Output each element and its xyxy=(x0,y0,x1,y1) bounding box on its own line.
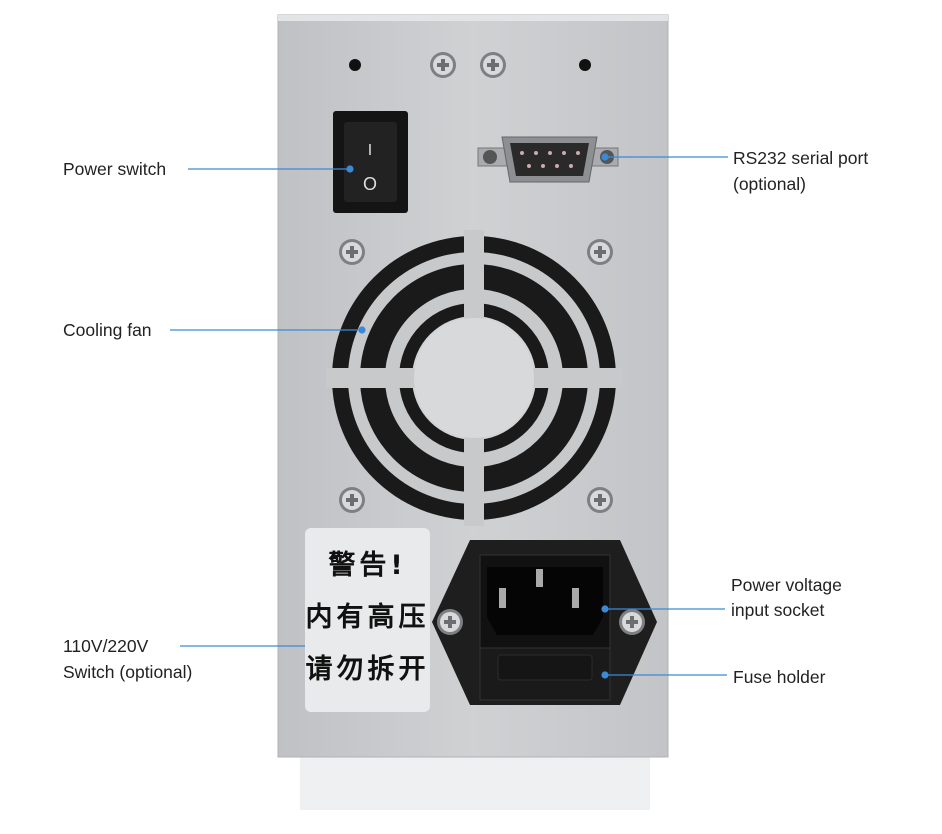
warning-line-1: 警告! xyxy=(328,550,407,581)
screw-icon xyxy=(339,487,365,513)
warning-label: 警告! 内有高压 请勿拆开 xyxy=(305,528,430,712)
switch-off-mark: O xyxy=(363,174,377,194)
warning-line-3: 请勿拆开 xyxy=(305,654,430,685)
callout-rs232-2: (optional) xyxy=(733,174,806,194)
callout-fuse-holder: Fuse holder xyxy=(733,667,826,687)
power-switch[interactable]: I O xyxy=(333,111,408,213)
screw-icon xyxy=(619,609,645,635)
callout-power-switch: Power switch xyxy=(63,159,167,179)
rs232-port[interactable] xyxy=(477,136,619,183)
screw-icon xyxy=(587,239,613,265)
screw-icon xyxy=(587,487,613,513)
screw-icon xyxy=(339,239,365,265)
screw-icon xyxy=(480,52,506,78)
mount-hole xyxy=(349,59,361,71)
screw-icon xyxy=(437,609,463,635)
screw-icon xyxy=(430,52,456,78)
fuse-holder[interactable] xyxy=(479,647,611,701)
callout-power-socket-2: input socket xyxy=(731,600,825,620)
callout-power-socket-1: Power voltage xyxy=(731,575,842,595)
cooling-fan xyxy=(326,230,622,526)
warning-line-2: 内有高压 xyxy=(305,602,430,633)
callout-cooling-fan: Cooling fan xyxy=(63,320,152,340)
callout-voltage-switch-1: 110V/220V xyxy=(63,636,149,656)
callout-lines xyxy=(170,153,728,679)
mount-hole xyxy=(579,59,591,71)
callout-voltage-switch-2: Switch (optional) xyxy=(63,662,193,682)
switch-on-mark: I xyxy=(368,142,372,159)
callout-rs232-1: RS232 serial port xyxy=(733,148,869,168)
